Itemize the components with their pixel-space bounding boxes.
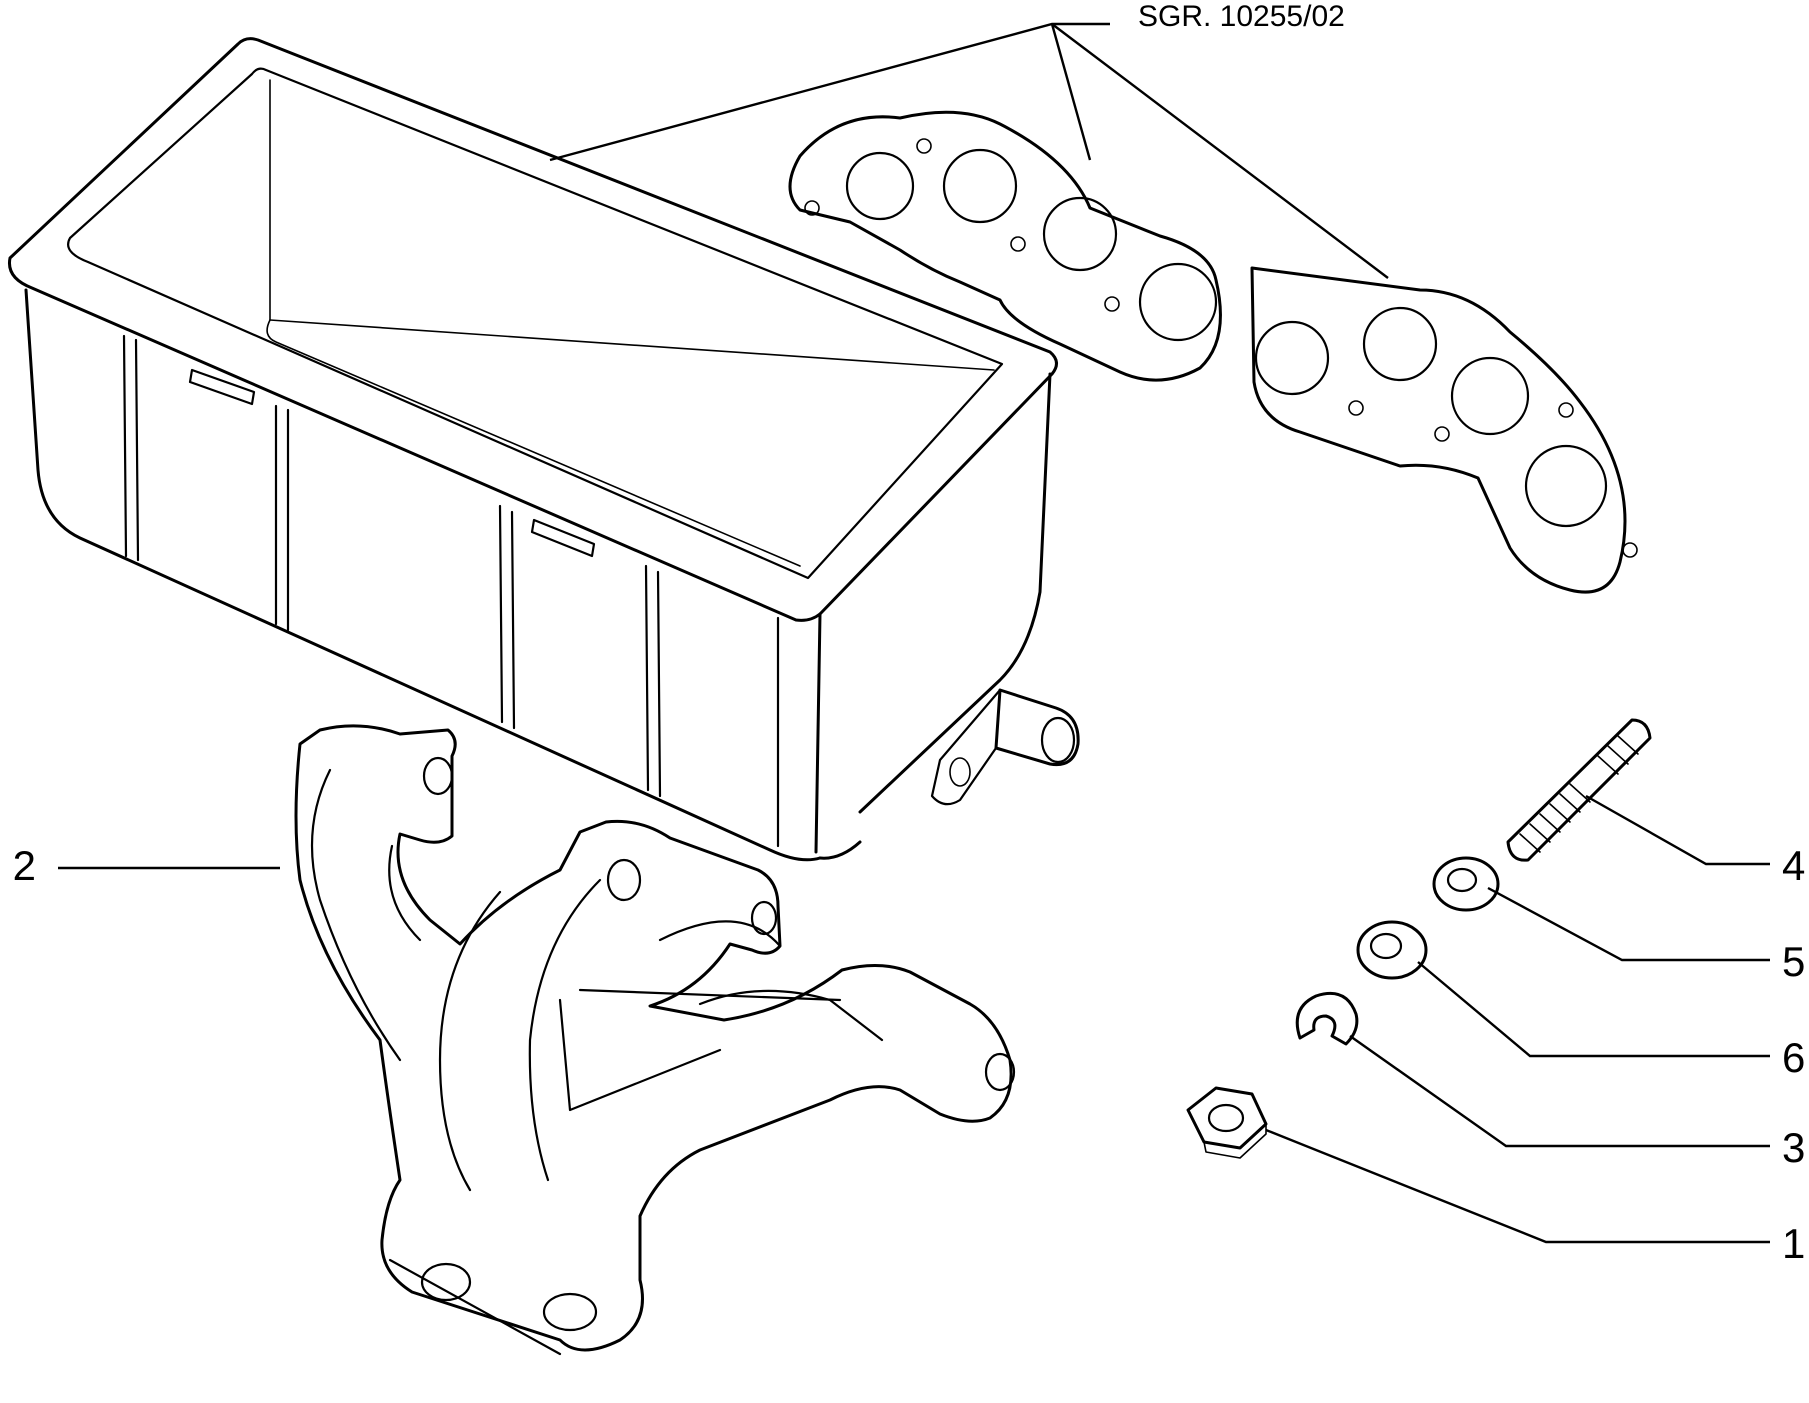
callout-3: 3 bbox=[1782, 1124, 1805, 1171]
spacer-washer bbox=[1356, 920, 1428, 980]
callout-1: 1 bbox=[1782, 1220, 1805, 1267]
heat-shield bbox=[7, 37, 1080, 862]
drawing-code: SGR. 10255/02 bbox=[1138, 0, 1345, 33]
callout-leaders bbox=[58, 794, 1770, 1244]
callout-6: 6 bbox=[1782, 1034, 1805, 1081]
manifold-gasket bbox=[788, 110, 1638, 594]
callout-5: 5 bbox=[1782, 938, 1805, 985]
lock-washer bbox=[1295, 991, 1359, 1046]
exhaust-manifold bbox=[294, 724, 1016, 1356]
flat-washer bbox=[1432, 856, 1500, 912]
callout-4: 4 bbox=[1782, 842, 1805, 889]
callout-2: 2 bbox=[13, 842, 36, 889]
hex-nut bbox=[1186, 1086, 1268, 1159]
stud bbox=[1506, 718, 1652, 862]
drawing-code-leaders bbox=[549, 22, 1389, 279]
